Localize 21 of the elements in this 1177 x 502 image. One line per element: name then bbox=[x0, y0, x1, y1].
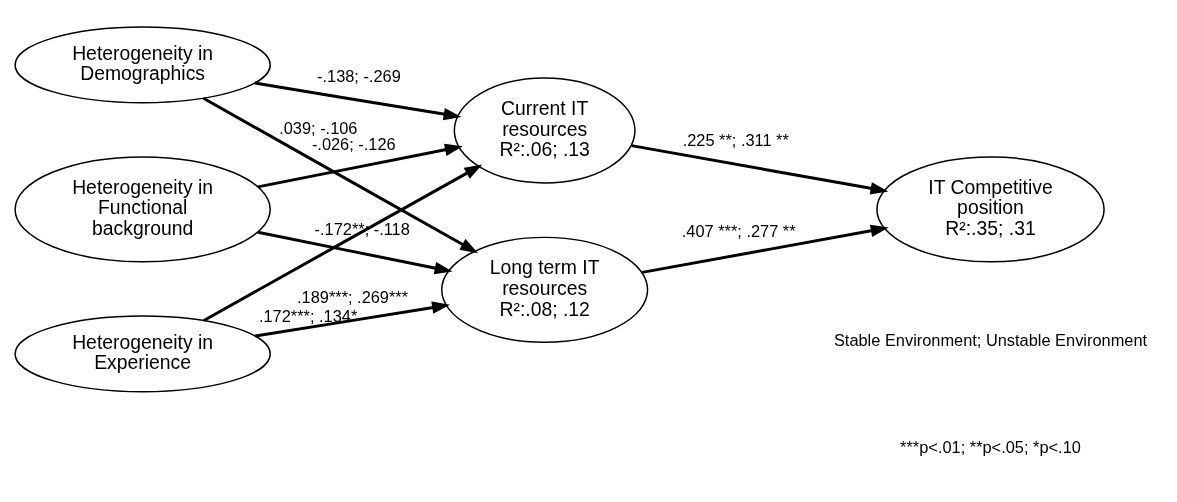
arrow bbox=[631, 143, 889, 194]
arrow bbox=[641, 224, 889, 274]
arrow bbox=[255, 300, 450, 337]
edge-label: -.172**; -.118 bbox=[314, 219, 410, 238]
arrow bbox=[254, 81, 462, 120]
arrow bbox=[257, 230, 453, 274]
arrow bbox=[203, 164, 483, 322]
label: Stable Environment; Unstable Environment bbox=[833, 330, 1148, 349]
edge-label: .189***; .269*** bbox=[297, 287, 409, 306]
node-ellipse: Heterogeneity in Functional background bbox=[14, 155, 271, 263]
edge-label: -.138; -.269 bbox=[317, 66, 401, 85]
node-ellipse: Heterogeneity in Demographics bbox=[14, 25, 271, 103]
arrow bbox=[257, 143, 463, 188]
node-ellipse: Current IT resources R²:.06; .13 bbox=[453, 76, 636, 184]
edge-label: .172***; .134* bbox=[258, 306, 358, 325]
edge-label: .407 ***; .277 ** bbox=[681, 221, 796, 240]
node-ellipse: IT Competitive position R²:.35; .31 bbox=[876, 155, 1105, 263]
label: ***p<.01; **p<.05; *p<.10 bbox=[900, 437, 1081, 456]
edge-label: .039; -.106 bbox=[279, 118, 358, 137]
edge-label: .225 **; .311 ** bbox=[682, 130, 789, 149]
arrow bbox=[202, 96, 479, 253]
